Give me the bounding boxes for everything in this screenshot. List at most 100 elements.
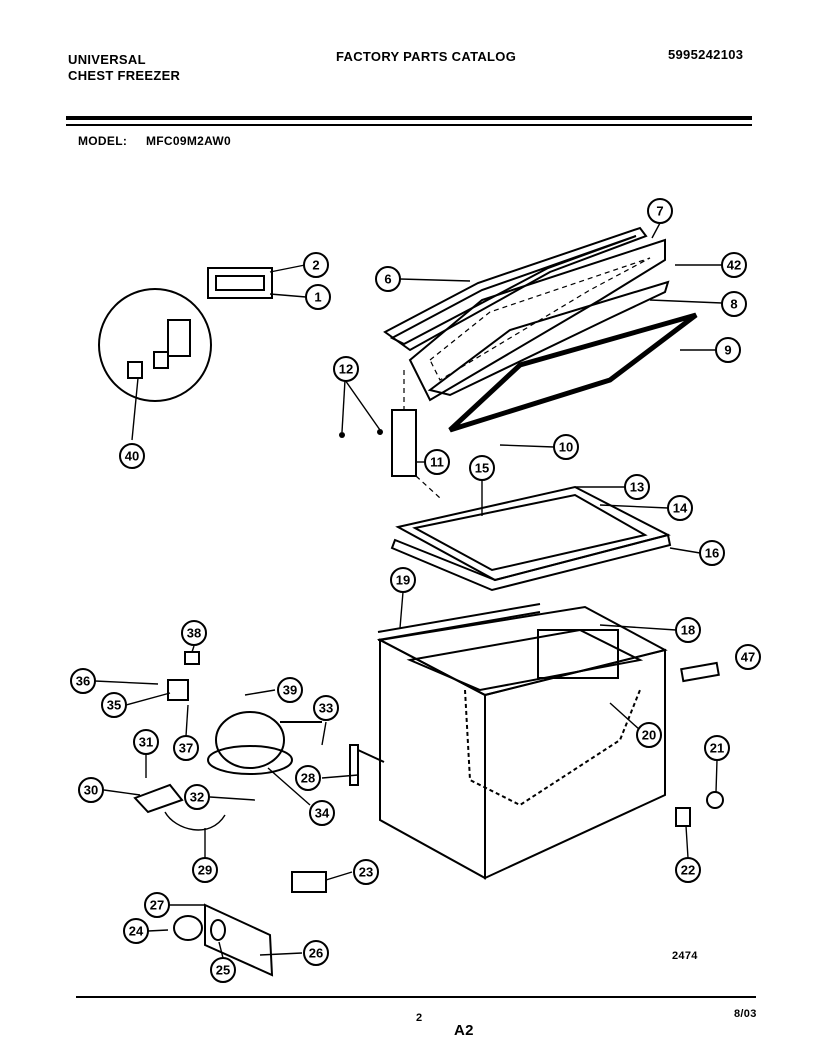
svg-text:34: 34 — [315, 806, 330, 821]
thermostat — [133, 783, 226, 831]
header-rule — [66, 116, 752, 120]
callout-6: 6 — [375, 266, 401, 292]
catalog-title: FACTORY PARTS CATALOG — [336, 49, 517, 64]
callout-32: 32 — [184, 784, 210, 810]
callout-22: 22 — [675, 857, 701, 883]
leader-lines — [94, 222, 723, 959]
svg-text:39: 39 — [283, 683, 297, 698]
svg-text:38: 38 — [187, 626, 201, 641]
power-switch — [291, 871, 327, 893]
svg-text:31: 31 — [139, 735, 153, 750]
svg-text:32: 32 — [190, 790, 204, 805]
label-plate — [680, 661, 720, 683]
callout-11: 11 — [424, 449, 450, 475]
svg-text:10: 10 — [559, 440, 573, 455]
callout-39: 39 — [277, 677, 303, 703]
svg-text:47: 47 — [741, 650, 755, 665]
callout-36: 36 — [70, 668, 96, 694]
drier — [349, 744, 385, 786]
page-number: 2 — [416, 1012, 423, 1024]
callout-20: 20 — [636, 722, 662, 748]
callout-19: 19 — [390, 567, 416, 593]
svg-text:22: 22 — [681, 863, 695, 878]
cabinet — [376, 603, 668, 880]
model-label: MODEL: — [78, 134, 128, 148]
svg-text:14: 14 — [673, 501, 688, 516]
footer-rule — [76, 996, 756, 998]
svg-text:1: 1 — [314, 290, 321, 305]
svg-text:8: 8 — [730, 297, 737, 312]
svg-text:37: 37 — [179, 741, 193, 756]
callout-15: 15 — [469, 455, 495, 481]
brand-line-2: CHEST FREEZER — [68, 68, 181, 83]
svg-text:23: 23 — [359, 865, 373, 880]
svg-text:6: 6 — [384, 272, 391, 287]
callout-35: 35 — [101, 692, 127, 718]
svg-text:11: 11 — [430, 455, 444, 470]
callout-14: 14 — [667, 495, 693, 521]
hinge — [339, 370, 441, 499]
callout-34: 34 — [309, 800, 335, 826]
svg-text:25: 25 — [216, 963, 230, 978]
callout-9: 9 — [715, 337, 741, 363]
callout-40: 40 — [119, 443, 145, 469]
callout-2: 2 — [303, 252, 329, 278]
callout-28: 28 — [295, 765, 321, 791]
svg-text:20: 20 — [642, 728, 656, 743]
callout-12: 12 — [333, 356, 359, 382]
callout-24: 24 — [123, 918, 149, 944]
svg-text:9: 9 — [724, 343, 731, 358]
svg-text:35: 35 — [107, 698, 121, 713]
control-panel — [173, 903, 274, 977]
callout-25: 25 — [210, 957, 236, 983]
svg-text:30: 30 — [84, 783, 98, 798]
svg-text:12: 12 — [339, 362, 353, 377]
callout-23: 23 — [353, 859, 379, 885]
svg-text:21: 21 — [710, 741, 724, 756]
svg-text:18: 18 — [681, 623, 695, 638]
lid-frame — [383, 226, 648, 352]
svg-text:16: 16 — [705, 546, 719, 561]
callout-16: 16 — [699, 540, 725, 566]
header-rule-thin — [66, 124, 752, 126]
svg-text:28: 28 — [301, 771, 315, 786]
callout-7: 7 — [647, 198, 673, 224]
callout-26: 26 — [303, 940, 329, 966]
callout-1: 1 — [305, 284, 331, 310]
lid-liner — [427, 280, 670, 397]
callout-30: 30 — [78, 777, 104, 803]
svg-text:36: 36 — [76, 674, 90, 689]
svg-text:7: 7 — [656, 204, 663, 219]
callout-33: 33 — [313, 695, 339, 721]
callout-42: 42 — [721, 252, 747, 278]
compressor — [207, 711, 322, 775]
lid-insulation — [408, 238, 666, 402]
detail-inset — [98, 288, 212, 402]
footer-date: 8/03 — [734, 1008, 757, 1020]
lid-gasket — [448, 312, 698, 433]
svg-text:13: 13 — [630, 480, 644, 495]
svg-text:29: 29 — [198, 863, 212, 878]
lamp-cover — [207, 267, 273, 299]
svg-text:27: 27 — [150, 898, 164, 913]
relay — [167, 651, 200, 701]
callout-29: 29 — [192, 857, 218, 883]
callout-47: 47 — [735, 644, 761, 670]
svg-text:40: 40 — [125, 449, 139, 464]
callout-21: 21 — [704, 735, 730, 761]
callout-38: 38 — [181, 620, 207, 646]
callout-8: 8 — [721, 291, 747, 317]
callout-10: 10 — [553, 434, 579, 460]
drawing-number: 2474 — [672, 950, 698, 962]
callout-13: 13 — [624, 474, 650, 500]
callout-18: 18 — [675, 617, 701, 643]
svg-text:42: 42 — [727, 258, 741, 273]
callout-31: 31 — [133, 729, 159, 755]
svg-text:19: 19 — [396, 573, 410, 588]
breaker-frame — [390, 485, 672, 592]
svg-text:15: 15 — [475, 461, 489, 476]
svg-text:2: 2 — [312, 258, 319, 273]
svg-text:26: 26 — [309, 946, 323, 961]
svg-text:33: 33 — [319, 701, 333, 716]
